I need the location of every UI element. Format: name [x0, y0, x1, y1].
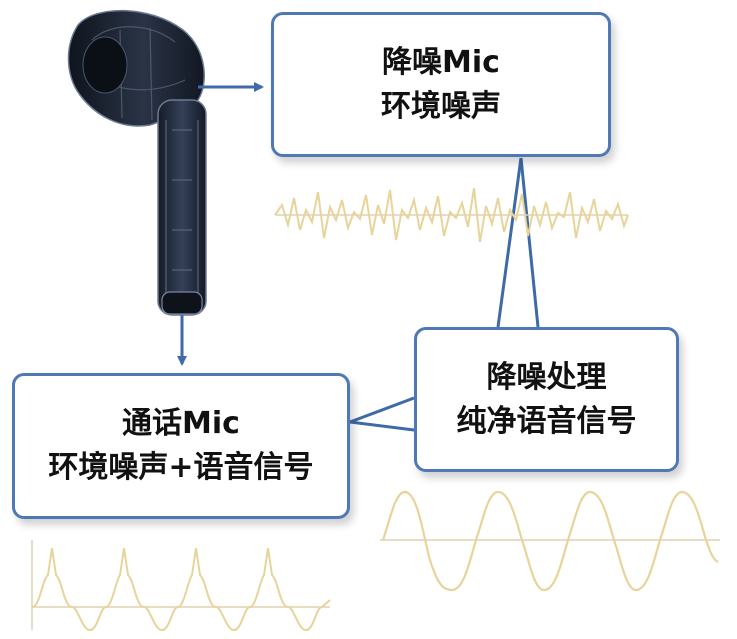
noise-mic-box: 降噪Mic 环境噪声 [271, 12, 611, 157]
earbud-stem-tip [161, 291, 203, 315]
clean-waveform-line [381, 490, 719, 592]
noise-waveform [274, 187, 629, 243]
connector-call-to-processing-bottom [349, 420, 415, 432]
mixed-waveform [31, 540, 331, 632]
processing-box: 降噪处理 纯净语音信号 [414, 327, 679, 472]
earbud-stem-detail [165, 120, 199, 295]
mixed-waveform-line [31, 547, 331, 632]
call-mic-box: 通话Mic 环境噪声+语音信号 [12, 373, 350, 519]
earbud-head-detail [87, 26, 186, 121]
connector-noise-to-processing [496, 157, 523, 328]
earbud-speaker-grille [82, 36, 128, 94]
call-mic-title: 通话Mic [122, 406, 240, 441]
call-mic-subtitle: 环境噪声+语音信号 [48, 450, 314, 485]
connector-call-to-processing-top [349, 396, 415, 424]
earbud-stem [157, 99, 207, 316]
noise-mic-subtitle: 环境噪声 [381, 88, 501, 124]
clean-waveform [380, 490, 720, 592]
connectors [177, 82, 540, 432]
connector-noise-to-processing-right [519, 157, 540, 328]
earbud-illustration [67, 9, 207, 316]
processing-title: 降噪处理 [486, 359, 607, 395]
noise-mic-title: 降噪Mic [382, 44, 500, 80]
noise-waveform-line [274, 187, 629, 243]
processing-subtitle: 纯净语音信号 [456, 403, 637, 439]
